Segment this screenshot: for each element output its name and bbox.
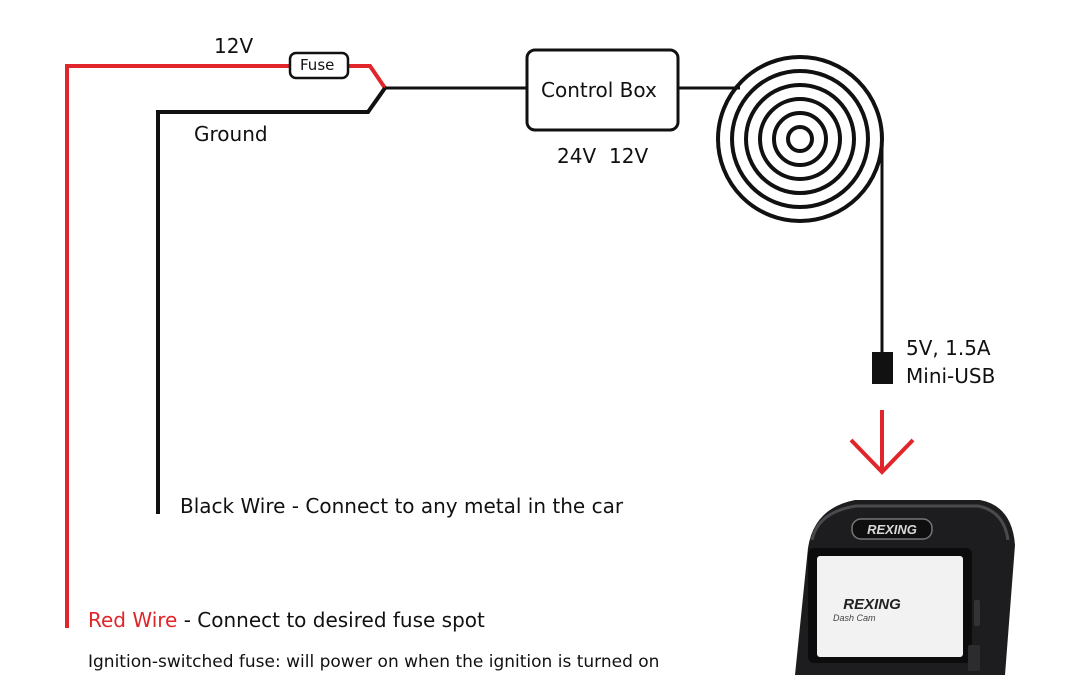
label-control-box: Control Box: [541, 78, 657, 102]
dash-cam-screen-subtitle: Dash Cam: [833, 613, 876, 623]
dash-cam-highlight: [810, 504, 1010, 541]
arrow-down-icon: [849, 410, 915, 475]
dash-cam-screen-brand: REXING: [843, 596, 901, 613]
black-wire: [156, 86, 387, 514]
label-12v-top: 12V: [214, 34, 254, 58]
black-wire-desc: - Connect to any metal in the car: [285, 494, 624, 518]
dash-cam-side-port: [968, 645, 980, 671]
label-usb-spec-2: Mini-USB: [906, 364, 996, 388]
mini-usb-plug-icon: [872, 352, 893, 384]
black-wire-caption: Black Wire - Connect to any metal in the…: [180, 496, 623, 516]
control-box: [525, 48, 680, 132]
label-usb-spec-1: 5V, 1.5A: [906, 336, 991, 360]
dash-cam-side-button: [974, 600, 980, 626]
red-wire-desc: - Connect to desired fuse spot: [177, 608, 485, 632]
ignition-note: Ignition-switched fuse: will power on wh…: [88, 652, 660, 672]
label-fuse: Fuse: [300, 56, 335, 74]
red-wire-caption: Red Wire - Connect to desired fuse spot: [88, 610, 485, 630]
fuse-box: [288, 51, 350, 80]
black-wire-title: Black Wire: [180, 494, 286, 518]
label-control-box-12v: 12V: [609, 144, 649, 168]
label-ground: Ground: [194, 122, 268, 146]
dash-cam-screen: [817, 556, 963, 657]
dash-cam-top-badge: [851, 518, 933, 540]
coiled-cable-icon: [716, 55, 884, 223]
red-wire: [65, 64, 290, 628]
red-wire-title: Red Wire: [88, 608, 178, 632]
dash-cam: REXING REXING Dash Cam: [795, 500, 1015, 675]
red-wire-fuse-out: [348, 64, 387, 90]
dash-cam-top-brand: REXING: [867, 522, 917, 537]
label-control-box-24v: 24V: [557, 144, 597, 168]
